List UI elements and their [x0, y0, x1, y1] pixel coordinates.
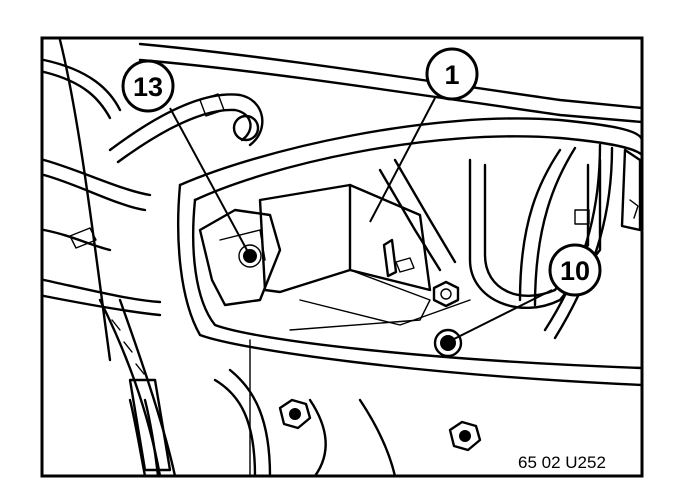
callout-13: 13: [121, 59, 175, 113]
leader-13: [169, 107, 249, 253]
line-drawing: [42, 38, 644, 478]
callout-1: 1: [425, 47, 479, 101]
figure-code: 65 02 U252: [518, 453, 606, 472]
leader-10: [451, 289, 553, 341]
callout-10-label: 10: [560, 256, 590, 286]
callout-10: 10: [548, 243, 602, 297]
callout-1-label: 1: [444, 60, 459, 90]
callout-13-label: 13: [133, 72, 163, 102]
leader-1: [369, 97, 436, 223]
